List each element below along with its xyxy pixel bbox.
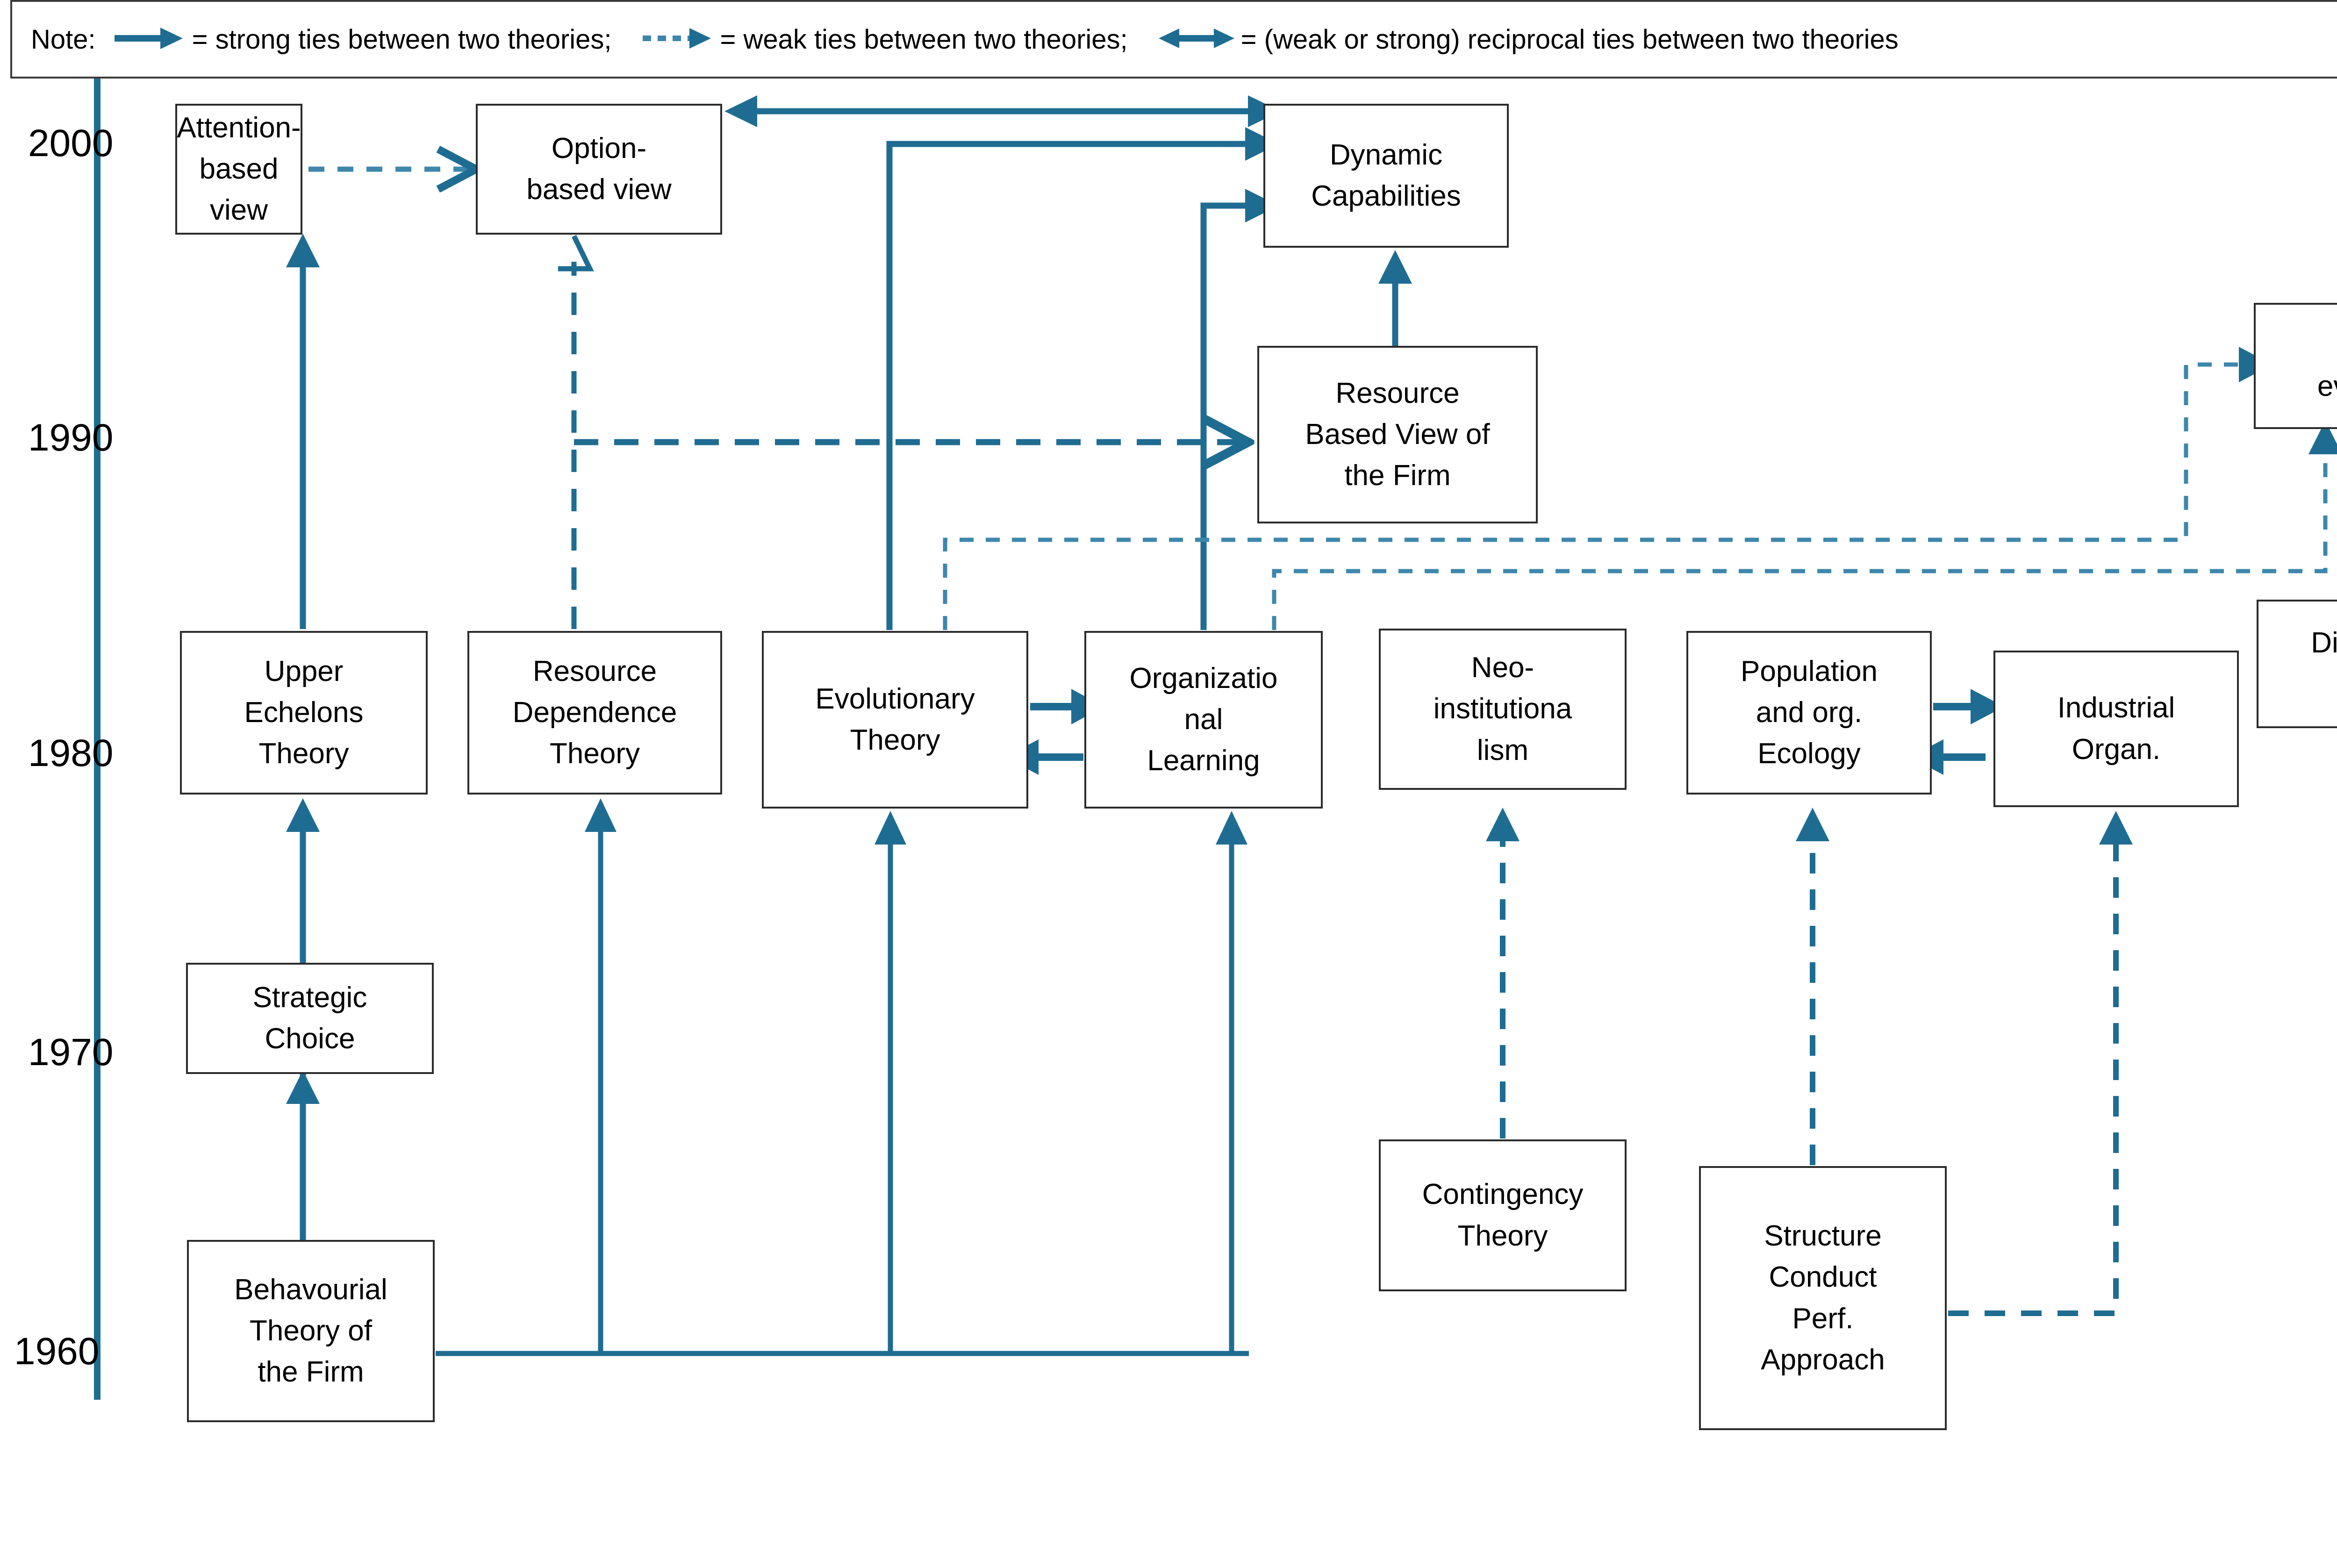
year-label-2000: 2000 xyxy=(28,122,114,165)
edge-contingency-to-neoinstitutionalism xyxy=(1486,808,1520,1138)
edge-upperechelons-to-attention xyxy=(286,234,320,629)
year-label-1960: 1960 xyxy=(14,1330,100,1373)
node-neo-institutionalism[interactable]: Neo- institutiona lism xyxy=(1379,629,1627,790)
edge-behavourial-base-line xyxy=(436,798,1249,1356)
edge-scp-to-industrialorgan xyxy=(1948,811,2133,1316)
node-evolutionary-theory[interactable]: Evolutionary Theory xyxy=(762,631,1028,809)
edge-evolutionary-to-coevolution xyxy=(943,347,2272,630)
node-behavourial-theory-firm[interactable]: Behavourial Theory of the Firm xyxy=(187,1240,435,1422)
node-label-evolutionary-theory: Evolutionary Theory xyxy=(815,682,975,756)
node-label-neo-institutionalism: Neo- institutiona lism xyxy=(1433,652,1572,766)
node-label-attention-based-view: Attention- based view xyxy=(177,111,301,227)
edge-scp-to-populationecology xyxy=(1796,808,1829,1165)
year-label-1980: 1980 xyxy=(28,732,114,774)
node-label-industrial-organ: Industrial Organ. xyxy=(2057,692,2175,766)
edge-rbv-to-dynamiccapabilities xyxy=(1378,250,1412,346)
time-axis-arrow xyxy=(79,6,115,1400)
node-label-strategic-choice: Strategic Choice xyxy=(252,981,367,1055)
node-label-co-evolution: Co- evolution xyxy=(2317,370,2337,402)
double-headed-arrow-icon xyxy=(1157,26,1236,53)
node-label-population-org-ecology: Population and org. Ecology xyxy=(1740,655,1878,770)
node-option-based-view[interactable]: Option- based view xyxy=(476,104,722,235)
node-contingency-theory[interactable]: Contingency Theory xyxy=(1379,1139,1627,1291)
legend-entry-reciprocal-text: = (weak or strong) reciprocal ties betwe… xyxy=(1240,24,1899,55)
node-co-evolution[interactable]: Co- evolution xyxy=(2254,303,2337,429)
legend-entry-strong-text: = strong ties between two theories; xyxy=(192,24,612,55)
edge-evolutionary-orglearning-reciprocal xyxy=(1005,689,1104,775)
edge-evolutionary-to-dynamiccapabilities xyxy=(886,127,1279,630)
node-upper-echelons-theory[interactable]: Upper Echelons Theory xyxy=(180,631,428,795)
node-label-behavourial-theory-firm: Behavourial Theory of the Firm xyxy=(234,1273,387,1389)
node-resource-dependence-theory[interactable]: Resource Dependence Theory xyxy=(467,631,722,795)
node-industrial-organ[interactable]: Industrial Organ. xyxy=(1993,651,2239,807)
node-label-contingency-theory: Contingency Theory xyxy=(1422,1178,1584,1252)
node-label-option-based-view: Option- based view xyxy=(526,132,672,206)
year-label-1990: 1990 xyxy=(28,416,114,459)
node-dynamic-capabilities[interactable]: Dynamic Capabilities xyxy=(1263,104,1509,248)
node-resource-based-view[interactable]: Resource Based View of the Firm xyxy=(1257,346,1538,523)
node-structure-conduct-perf[interactable]: Structure Conduct Perf. Approach xyxy=(1699,1166,1947,1430)
legend-note-label: Note: xyxy=(31,24,96,55)
legend-panel: Note: = strong ties between two theories… xyxy=(10,0,2337,79)
edge-orglearning-to-coevolution xyxy=(1272,421,2337,630)
legend-entry-weak-text: = weak ties between two theories; xyxy=(720,24,1128,55)
node-strategic-choice[interactable]: Strategic Choice xyxy=(186,963,434,1074)
edge-resourcedependence-to-option xyxy=(558,235,594,629)
edge-populationecology-industrialorgan-reciprocal xyxy=(1910,689,2004,775)
edge-option-dynamiccapabilities-reciprocal xyxy=(724,95,1281,127)
edge-behavourial-to-strategicchoice xyxy=(286,1070,320,1241)
node-population-org-ecology[interactable]: Population and org. Ecology xyxy=(1686,631,1932,795)
node-label-resource-dependence-theory: Resource Dependence Theory xyxy=(512,655,677,770)
node-label-resource-based-view: Resource Based View of the Firm xyxy=(1305,377,1490,492)
edge-orglearning-to-dynamiccapabilities xyxy=(1200,189,1279,630)
node-label-upper-echelons-theory: Upper Echelons Theory xyxy=(244,655,364,770)
solid-arrow-right-icon xyxy=(113,26,187,53)
node-attention-based-view[interactable]: Attention- based view xyxy=(175,104,302,235)
node-dialectical-views[interactable]: Dialectical Views xyxy=(2257,600,2337,728)
node-label-dynamic-capabilities: Dynamic Capabilities xyxy=(1311,138,1461,212)
year-label-1970: 1970 xyxy=(28,1031,114,1074)
node-organizational-learning[interactable]: Organizatio nal Learning xyxy=(1084,631,1323,809)
node-label-structure-conduct-perf: Structure Conduct Perf. Approach xyxy=(1761,1220,1885,1376)
node-label-dialectical-views: Dialectical Views xyxy=(2311,627,2337,659)
node-label-organizational-learning: Organizatio nal Learning xyxy=(1129,662,1278,777)
dashed-arrow-right-icon xyxy=(641,26,716,53)
